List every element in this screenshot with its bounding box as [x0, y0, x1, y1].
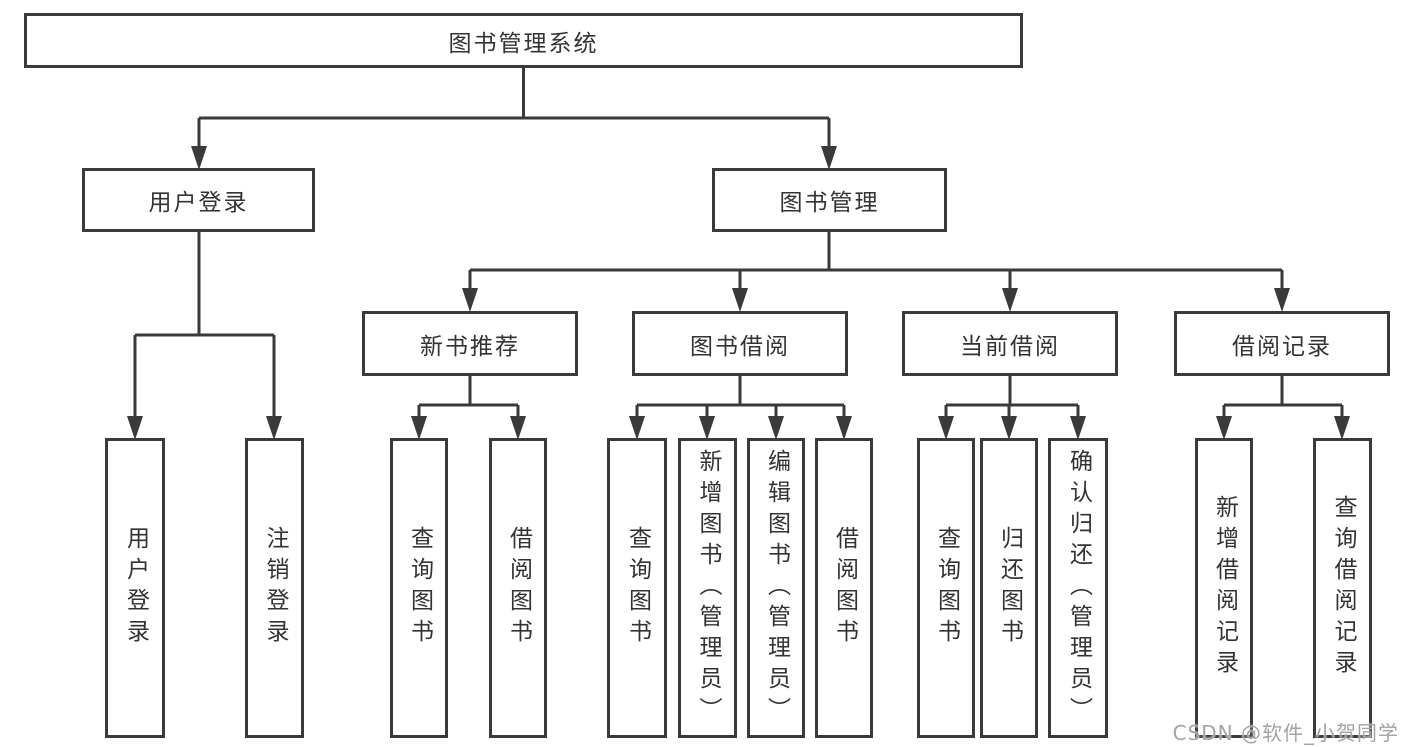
leaf-cb-return-books: 归还图书	[980, 438, 1038, 738]
leaf-nb-borrow-books: 借阅图书	[489, 438, 547, 738]
arrow-current-borrow	[1002, 288, 1018, 312]
node-new-book-recommend: 新书推荐	[362, 311, 578, 376]
connector-root-to-level2	[197, 68, 831, 148]
arrowheads	[127, 146, 1350, 440]
leaf-bb-edit-books-admin: 编辑图书（管理员）	[747, 438, 805, 738]
arrow-leaf-br-add	[1216, 416, 1232, 440]
arrow-borrow-records	[1274, 288, 1290, 312]
node-book-borrow: 图书借阅	[632, 311, 848, 376]
connector-borrow-records-to-leaves	[1222, 376, 1344, 418]
arrow-leaf-br-query	[1334, 416, 1350, 440]
connector-new-book-recommend-to-leaves	[417, 376, 520, 418]
arrow-leaf-cb-return	[1001, 416, 1017, 440]
leaf-br-query-record: 查询借阅记录	[1313, 438, 1372, 738]
arrow-book-management	[821, 146, 837, 170]
arrow-leaf-nb-query	[411, 416, 427, 440]
arrow-user-login	[191, 146, 207, 170]
node-current-borrow: 当前借阅	[902, 311, 1118, 376]
node-book-management: 图书管理	[712, 168, 947, 232]
arrow-new-book-recommend	[462, 288, 478, 312]
node-user-login: 用户登录	[82, 168, 315, 232]
node-root: 图书管理系统	[24, 13, 1023, 68]
leaf-br-add-record: 新增借阅记录	[1195, 438, 1253, 738]
arrow-leaf-bb-borrow	[836, 416, 852, 440]
connector-book-borrow-to-leaves	[635, 376, 846, 418]
leaf-cb-confirm-return-admin: 确认归还（管理员）	[1048, 438, 1108, 738]
csdn-watermark: CSDN @软件_小贺同学	[1172, 721, 1399, 745]
connector-current-borrow-to-leaves	[944, 376, 1080, 418]
arrow-leaf-cb-confirm	[1070, 416, 1086, 440]
arrow-book-borrow	[732, 288, 748, 312]
arrow-leaf-cb-query	[938, 416, 954, 440]
connector-user-login-to-leaves	[133, 232, 276, 418]
arrow-leaf-nb-borrow	[510, 416, 526, 440]
leaf-logout: 注销登录	[245, 438, 304, 738]
leaf-bb-query-books: 查询图书	[607, 438, 667, 738]
arrow-leaf-bb-edit	[768, 416, 784, 440]
leaf-nb-query-books: 查询图书	[390, 438, 448, 738]
connector-book-management-to-level3	[468, 232, 1284, 290]
arrow-leaf-bb-add	[699, 416, 715, 440]
arrow-leaf-bb-query	[629, 416, 645, 440]
arrow-leaf-user-login	[127, 416, 143, 440]
node-borrow-records: 借阅记录	[1174, 311, 1390, 376]
leaf-bb-add-books-admin: 新增图书（管理员）	[678, 438, 737, 738]
arrow-leaf-logout	[266, 416, 282, 440]
leaf-user-login: 用户登录	[105, 438, 165, 738]
leaf-cb-query-books: 查询图书	[917, 438, 975, 738]
leaf-bb-borrow-books: 借阅图书	[815, 438, 873, 738]
